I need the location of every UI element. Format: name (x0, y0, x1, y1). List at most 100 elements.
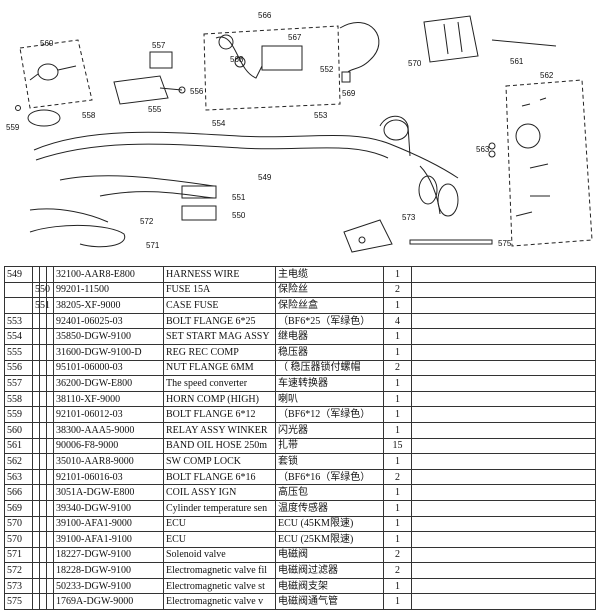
sub-ref-number-cell (32, 515, 40, 533)
callout-571: 571 (146, 241, 160, 250)
spacer-cell (411, 499, 596, 517)
ref-number-cell: 569 (4, 499, 33, 517)
sub-ref-number-cell (32, 562, 40, 579)
callout-559: 559 (6, 123, 20, 132)
ref-number-cell: 557 (4, 375, 33, 392)
ref-number-cell: 563 (4, 468, 33, 486)
chinese-name-cell: （BF6*12（军绿色） (275, 406, 384, 423)
quantity-cell: 1 (383, 515, 412, 533)
spacer-cell (46, 437, 54, 455)
spacer-cell (411, 577, 596, 595)
wiring-harness-diagram: 560 557 566 567 568 569 570 571 572 573 … (6, 11, 593, 253)
sub-ref-number-cell (32, 328, 40, 345)
spacer-cell (46, 390, 54, 408)
ref-number-cell: 566 (4, 484, 33, 501)
description-cell: Electromagnetic valve v (163, 593, 276, 610)
ref-number-cell: 549 (4, 266, 33, 283)
description-cell: BOLT FLANGE 6*25 (163, 312, 276, 330)
part-number-cell: 3051A-DGW-E800 (53, 484, 164, 501)
spacer-cell (46, 406, 54, 423)
callout-563: 563 (476, 145, 490, 154)
callout-549: 549 (258, 173, 272, 182)
chinese-name-cell: 稳压器 (275, 343, 384, 361)
chinese-name-cell: 高压包 (275, 484, 384, 501)
chinese-name-cell: 扎带 (275, 437, 384, 455)
chinese-name-cell: 车速转换器 (275, 375, 384, 392)
spacer-cell (39, 359, 47, 377)
description-cell: BOLT FLANGE 6*16 (163, 468, 276, 486)
ref-number-cell (4, 297, 33, 314)
ref-number-cell: 559 (4, 406, 33, 423)
spacer-cell (411, 297, 596, 314)
quantity-cell: 15 (383, 437, 412, 455)
spacer-cell (46, 546, 54, 564)
sub-ref-number-cell (32, 406, 40, 423)
spacer-cell (411, 484, 596, 501)
chinese-name-cell: （BF6*16（军绿色） (275, 468, 384, 486)
spacer-cell (46, 499, 54, 517)
spacer-cell (46, 359, 54, 377)
callout-566: 566 (258, 11, 272, 20)
part-number-cell: 99201-11500 (53, 281, 164, 299)
quantity-cell: 2 (383, 359, 412, 377)
ref-number-cell: 556 (4, 359, 33, 377)
spacer-cell (39, 515, 47, 533)
quantity-cell: 1 (383, 577, 412, 595)
sub-ref-number-cell (32, 375, 40, 392)
part-number-cell: 90006-F8-9000 (53, 437, 164, 455)
spacer-cell (411, 359, 596, 377)
spacer-cell (46, 468, 54, 486)
quantity-cell: 1 (383, 421, 412, 439)
callout-557: 557 (152, 41, 166, 50)
description-cell: HARNESS WIRE (163, 266, 276, 283)
quantity-cell: 1 (383, 406, 412, 423)
spacer-cell (39, 484, 47, 501)
spacer-cell (411, 453, 596, 470)
callout-572: 572 (140, 217, 154, 226)
callout-561: 561 (510, 57, 524, 66)
part-number-cell: 39340-DGW-9100 (53, 499, 164, 517)
part-number-cell: 35010-AAR8-9000 (53, 453, 164, 470)
description-cell: ECU (163, 531, 276, 548)
description-cell: CASE FUSE (163, 297, 276, 314)
spacer-cell (411, 515, 596, 533)
sub-ref-number-cell (32, 468, 40, 486)
callout-567: 567 (288, 33, 302, 42)
part-number-cell: 92101-06016-03 (53, 468, 164, 486)
description-cell: Electromagnetic valve st (163, 577, 276, 595)
callout-552: 552 (320, 65, 334, 74)
quantity-cell: 1 (383, 343, 412, 361)
callout-575: 575 (498, 239, 512, 248)
part-number-cell: 1769A-DGW-9000 (53, 593, 164, 610)
spacer-cell (39, 421, 47, 439)
sub-ref-number-cell: 551 (32, 297, 50, 314)
ref-number-cell: 572 (4, 562, 33, 579)
sub-ref-number-cell (32, 359, 40, 377)
spacer-cell (39, 499, 47, 517)
spacer-cell (411, 421, 596, 439)
part-number-cell: 39100-AFA1-9100 (53, 531, 164, 548)
part-number-cell: 38110-XF-9000 (53, 390, 164, 408)
ref-number-cell: 561 (4, 437, 33, 455)
description-cell: RELAY ASSY WINKER (163, 421, 276, 439)
chinese-name-cell: 喇叭 (275, 390, 384, 408)
chinese-name-cell: ECU (45KM限速) (275, 515, 384, 533)
quantity-cell: 1 (383, 375, 412, 392)
spacer-cell (411, 343, 596, 361)
quantity-cell: 2 (383, 546, 412, 564)
ref-number-cell (4, 281, 33, 299)
spacer-cell (411, 562, 596, 579)
quantity-cell: 1 (383, 499, 412, 517)
quantity-cell: 1 (383, 266, 412, 283)
sub-ref-number-cell (32, 531, 40, 548)
spacer-cell (411, 281, 596, 299)
